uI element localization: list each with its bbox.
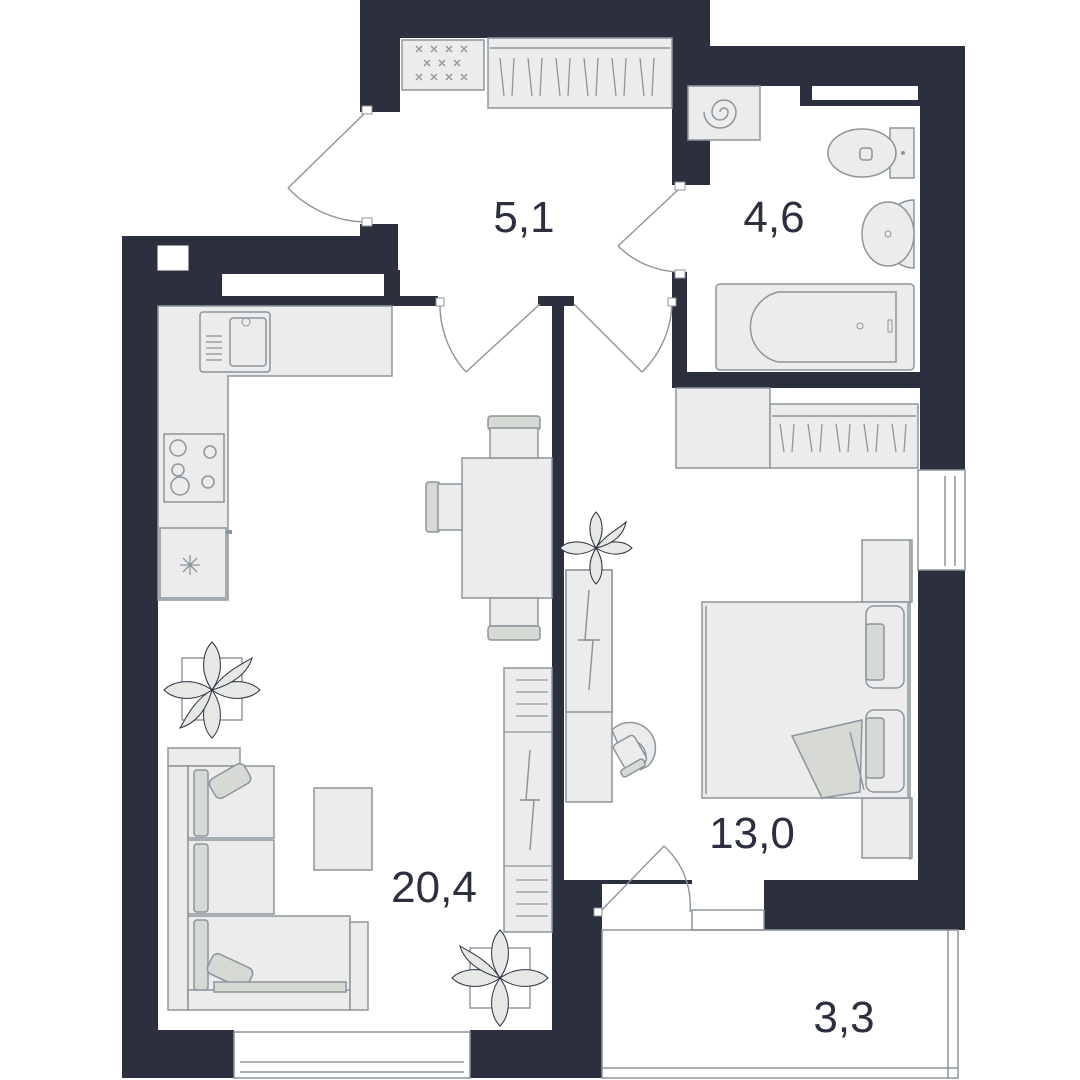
sink-icon <box>861 199 915 269</box>
balcony-area-label: 3,3 <box>813 993 874 1042</box>
dining-table <box>425 415 553 641</box>
plant-icon <box>163 641 261 739</box>
stove-icon <box>163 433 225 503</box>
coffee-table <box>313 787 373 871</box>
hallway-wardrobe <box>487 37 673 109</box>
plant-icon <box>451 929 549 1027</box>
fridge-icon <box>159 527 232 599</box>
desk <box>565 569 657 803</box>
bathtub-icon <box>715 283 915 371</box>
balcony <box>601 929 959 1079</box>
kitchen-counter <box>157 305 393 601</box>
sofa-icon <box>167 747 369 1011</box>
windows <box>233 469 966 1079</box>
tv-stand <box>503 667 553 933</box>
bed-icon <box>701 539 913 860</box>
hallway-shoe-rack <box>401 39 485 91</box>
bedroom-wardrobe <box>675 387 919 469</box>
doors <box>287 105 691 917</box>
bedroom-area-label: 13,0 <box>709 809 795 858</box>
washing-machine-icon <box>687 85 761 141</box>
toilet-icon <box>827 127 915 179</box>
desk-chair <box>611 721 657 778</box>
plant-icon <box>559 511 633 585</box>
bathroom-area-label: 4,6 <box>743 193 804 242</box>
living-kitchen-area-label: 20,4 <box>391 863 477 912</box>
hallway-area-label: 5,1 <box>493 193 554 242</box>
walls <box>122 0 965 1078</box>
